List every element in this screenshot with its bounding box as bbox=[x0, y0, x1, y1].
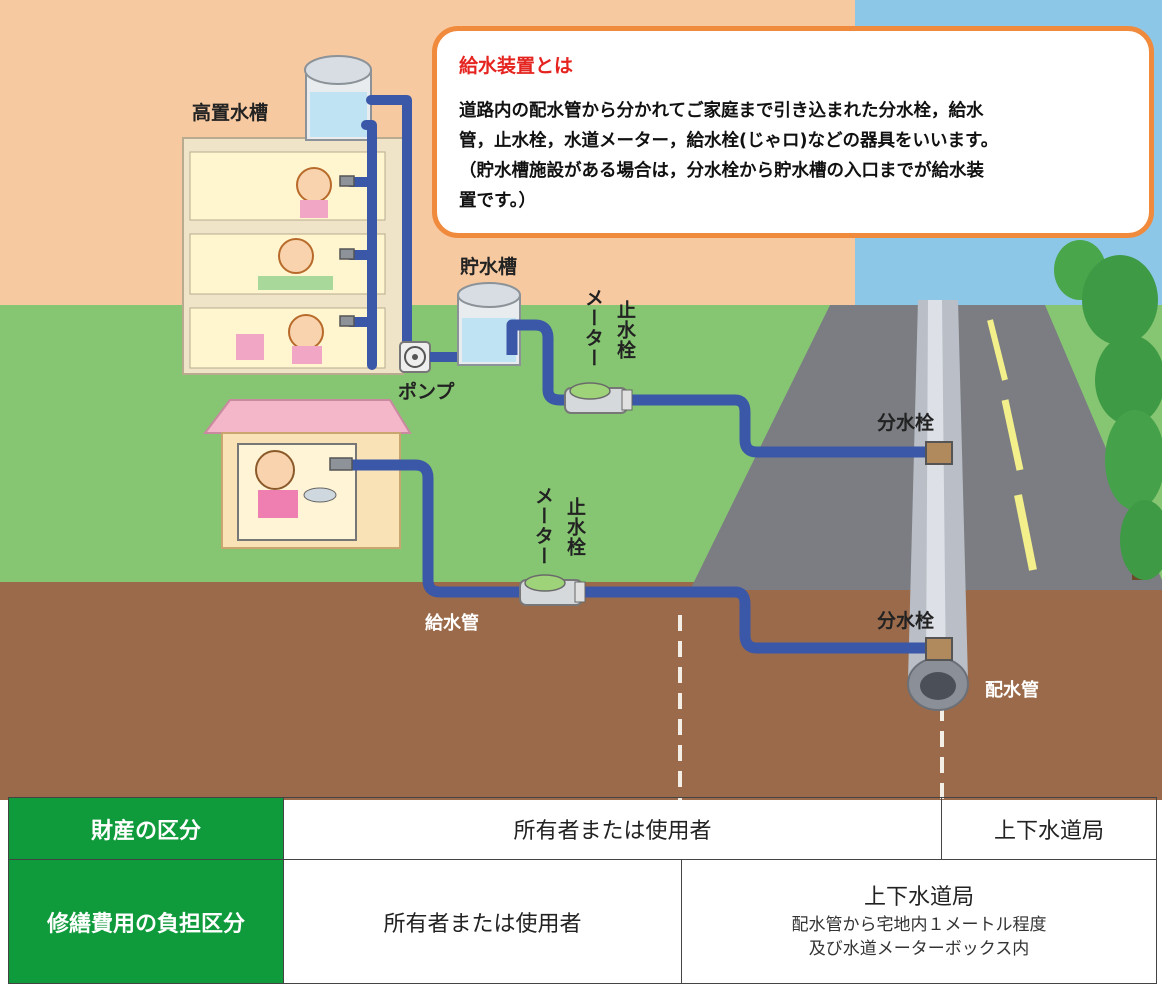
label-supply-pipe: 給水管 bbox=[425, 613, 479, 634]
repair-bureau-cell: 上下水道局 配水管から宅地内１メートル程度 及び水道メーターボックス内 bbox=[680, 859, 1158, 984]
apartment-building-icon bbox=[182, 137, 404, 375]
label-pump: ポンプ bbox=[398, 381, 455, 403]
property-division-header: 財産の区分 bbox=[8, 797, 284, 860]
table-row: 修繕費用の負担区分 所有者または使用者 上下水道局 配水管から宅地内１メートル程… bbox=[8, 859, 1158, 984]
lower-meter-icon bbox=[519, 574, 586, 606]
upper-branch-valve-icon bbox=[925, 441, 953, 465]
label-branch-valve-upper: 分水栓 bbox=[877, 412, 935, 434]
lower-branch-valve-icon bbox=[925, 637, 953, 661]
label-stop-valve-lower: 止水栓 bbox=[564, 497, 586, 557]
soil bbox=[0, 582, 1162, 800]
repair-owner-cell: 所有者または使用者 bbox=[283, 859, 682, 984]
callout-line: 管，止水栓，水道メーター，給水栓(じゃロ)などの器具をいいます。 bbox=[459, 131, 999, 151]
callout-body: 道路内の配水管から分かれてご家庭まで引き込まれた分水栓，給水 管，止水栓，水道メ… bbox=[459, 96, 1125, 216]
repair-cost-header: 修繕費用の負担区分 bbox=[8, 859, 284, 984]
callout-line: 置です。） bbox=[459, 191, 536, 211]
faucet-icons bbox=[329, 175, 355, 471]
road-marking-2 bbox=[1001, 399, 1024, 471]
repair-bureau-note-1: 配水管から宅地内１メートル程度 bbox=[791, 914, 1047, 935]
property-bureau-cell: 上下水道局 bbox=[941, 797, 1158, 860]
elevated-tank-icon bbox=[304, 55, 372, 141]
callout-line: （貯水槽施設がある場合は，分水栓から貯水槽の入口までが給水装 bbox=[459, 161, 984, 181]
table-row: 財産の区分 所有者または使用者 上下水道局 bbox=[8, 797, 1158, 860]
repair-bureau-note-2: 及び水道メーターボックス内 bbox=[808, 938, 1030, 959]
label-branch-valve-lower: 分水栓 bbox=[877, 610, 935, 632]
responsibility-table: 財産の区分 所有者または使用者 上下水道局 修繕費用の負担区分 所有者または使用… bbox=[8, 797, 1158, 984]
label-stop-valve-upper: 止水栓 bbox=[614, 300, 636, 360]
pump-icon bbox=[399, 341, 431, 373]
road-marking-1 bbox=[987, 319, 1008, 381]
label-meter-upper: メーター bbox=[582, 288, 604, 368]
property-owner-cell: 所有者または使用者 bbox=[282, 797, 943, 860]
house-icon bbox=[202, 399, 412, 549]
callout-line: 道路内の配水管から分かれてご家庭まで引き込まれた分水栓，給水 bbox=[459, 101, 984, 121]
trees-icon bbox=[1054, 240, 1162, 580]
repair-bureau-title: 上下水道局 bbox=[864, 884, 975, 910]
distribution-main-pipe bbox=[907, 300, 969, 711]
label-distribution-main: 配水管 bbox=[985, 680, 1039, 701]
label-meter-lower: メーター bbox=[532, 486, 554, 566]
road-marking-3 bbox=[1014, 494, 1037, 571]
label-elevated-tank: 高置水槽 bbox=[192, 102, 269, 124]
label-storage-tank: 貯水槽 bbox=[460, 256, 518, 278]
upper-meter-icon bbox=[564, 382, 633, 414]
callout-title: 給水装置とは bbox=[459, 55, 574, 77]
lower-supply-pipe bbox=[352, 459, 928, 654]
upper-supply-pipe bbox=[506, 319, 928, 458]
definition-callout: 給水装置とは 道路内の配水管から分かれてご家庭まで引き込まれた分水栓，給水 管，… bbox=[432, 26, 1154, 238]
